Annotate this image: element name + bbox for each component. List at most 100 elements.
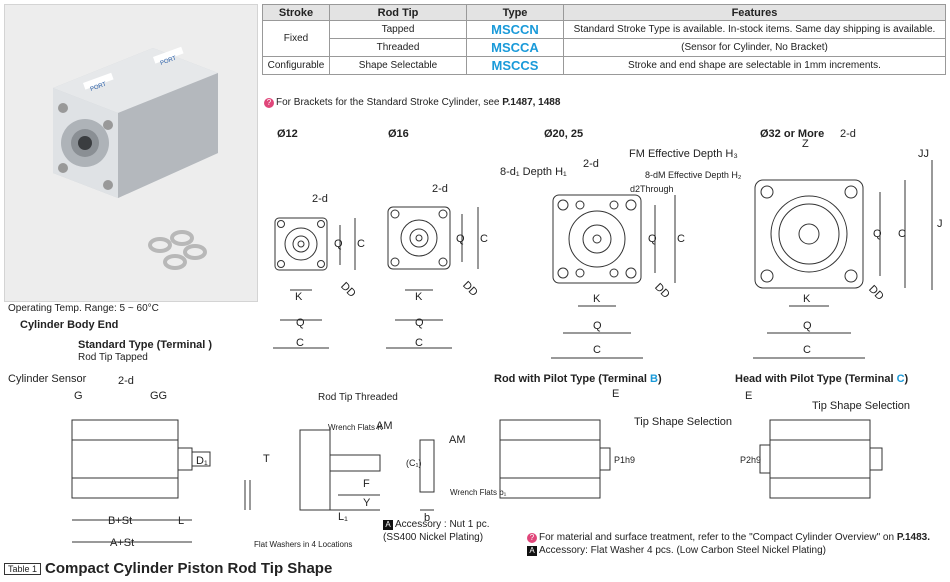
label-wrench-b1: Wrench Flats b₁ [450, 488, 507, 497]
label-c-vertical: C [677, 233, 685, 245]
label-k: K [415, 291, 423, 303]
label-j: J [937, 218, 943, 230]
label-wrench-k: Wrench Flats K [328, 423, 383, 432]
label-c: C [803, 344, 811, 356]
info-icon: ? [527, 533, 537, 543]
label-t: T [263, 453, 270, 465]
accessory-washer-text: Accessory: Flat Washer 4 pcs. (Low Carbo… [539, 545, 826, 556]
label-e: E [612, 388, 620, 400]
pilot-b-title: Rod with Pilot Type (Terminal B) [494, 373, 662, 385]
front-view-d32 [753, 160, 933, 359]
rod-tip-threaded-title: Rod Tip Threaded [318, 392, 398, 403]
label-b-st: B+St [108, 515, 133, 527]
label-2d: 2-d [583, 158, 599, 170]
cell-type[interactable]: MSCCA [466, 38, 564, 57]
label-am-nut: AM [449, 434, 466, 446]
bracket-note: ?For Brackets for the Standard Stroke Cy… [264, 97, 560, 108]
label-dm-depth: 8-dM Effective Depth H₂ [645, 170, 742, 180]
label-flat-washers: Flat Washers in 4 Locations [254, 540, 353, 549]
material-note-text: For material and surface treatment, refe… [539, 532, 895, 543]
front-view-d12 [273, 217, 356, 349]
table1-tag: Table 1 [4, 563, 42, 576]
rod-tip-tapped: Rod Tip Tapped [78, 352, 148, 363]
label-c: C [296, 337, 304, 349]
size-label-d20-25: Ø20, 25 [544, 128, 584, 140]
pilot-b-terminal: B [650, 373, 658, 385]
bracket-note-ref[interactable]: P.1487, 1488 [502, 97, 561, 108]
side-view-standard [71, 419, 251, 543]
label-tip-shape: Tip Shape Selection [634, 416, 733, 428]
label-c-vertical: C [898, 228, 906, 240]
cell-stroke: Fixed [262, 20, 330, 57]
pilot-c-close: ) [904, 373, 909, 385]
label-gg: GG [150, 390, 168, 402]
label-d1-depth: 8-d₁ Depth H₁ [500, 166, 567, 178]
port-label-side: PORT [90, 81, 108, 92]
label-2d: 2-d [312, 193, 328, 205]
pilot-b-title-text: Rod with Pilot Type (Terminal [494, 373, 651, 385]
label-b: b [424, 512, 431, 524]
label-tip-shape: Tip Shape Selection [812, 400, 911, 412]
material-note-ref[interactable]: P.1483. [896, 532, 930, 543]
label-q-vertical: Q [873, 228, 882, 240]
label-am: AM [376, 420, 393, 432]
table-row: Configurable Shape Selectable MSCCS Stro… [262, 56, 946, 75]
cylinder-image: PORT PORT [53, 46, 218, 198]
label-k: K [803, 293, 811, 305]
label-d1: D₁ [196, 455, 208, 467]
product-photo: PORT PORT [4, 4, 258, 302]
label-g: G [74, 390, 83, 402]
info-icon: ? [264, 98, 274, 108]
accessory-nut-material: (SS400 Nickel Plating) [383, 532, 484, 543]
operating-temp: Operating Temp. Range: 5 ~ 60°C [8, 303, 159, 314]
pilot-b-drawing [499, 419, 611, 499]
table1-title: Compact Cylinder Piston Rod Tip Shape [45, 560, 333, 577]
label-2d: 2-d [840, 128, 856, 140]
label-c-vertical: C [357, 238, 365, 250]
rod-tip-threaded-drawing [299, 429, 435, 511]
front-view-d16 [386, 206, 479, 349]
cell-type[interactable]: MSCCS [466, 56, 564, 75]
pilot-c-title-text: Head with Pilot Type (Terminal [735, 373, 897, 385]
cell-features: Stroke and end shape are selectable in 1… [563, 56, 946, 75]
pilot-c-terminal: C [896, 373, 905, 385]
label-d2-through: d2Through [630, 184, 674, 194]
accessory-icon: A [383, 520, 393, 530]
front-view-d20-25 [551, 194, 676, 359]
size-label-d32: Ø32 or More [760, 128, 825, 140]
label-q-vertical: Q [334, 238, 343, 250]
label-2d: 2-d [432, 183, 448, 195]
accessory-nut-text: Accessory : Nut 1 pc. [395, 519, 490, 530]
label-a-st: A+St [110, 537, 135, 549]
label-f: F [363, 478, 370, 490]
label-z: Z [802, 138, 809, 150]
label-p1: P1h9 [614, 455, 636, 465]
header-rod-tip: Rod Tip [329, 4, 467, 21]
pilot-c-title: Head with Pilot Type (Terminal C) [735, 373, 908, 385]
pilot-c-drawing [759, 419, 883, 499]
label-k: K [295, 291, 303, 303]
label-c: C [593, 344, 601, 356]
size-label-d16: Ø16 [388, 128, 409, 140]
label-q: Q [803, 320, 812, 332]
label-c-vertical: C [480, 233, 488, 245]
cell-rod-tip: Shape Selectable [329, 56, 467, 75]
label-2d: 2-d [118, 375, 134, 387]
label-cylinder-sensor: Cylinder Sensor [8, 373, 87, 385]
label-c1: (C₁) [406, 458, 422, 468]
label-p2: P2h9 [740, 455, 762, 465]
pilot-b-close: ) [658, 373, 662, 385]
label-l: L [178, 515, 185, 527]
label-fm-depth: FM Effective Depth H₃ [629, 148, 738, 160]
label-c: C [415, 337, 423, 349]
accessory-icon: A [527, 546, 537, 556]
label-e: E [745, 390, 753, 402]
port-label-top: PORT [160, 55, 178, 66]
header-features: Features [563, 4, 946, 21]
header-stroke: Stroke [262, 4, 330, 21]
label-jj: JJ [918, 148, 929, 160]
table-row: Threaded MSCCA (Sensor for Cylinder, No … [263, 38, 946, 57]
